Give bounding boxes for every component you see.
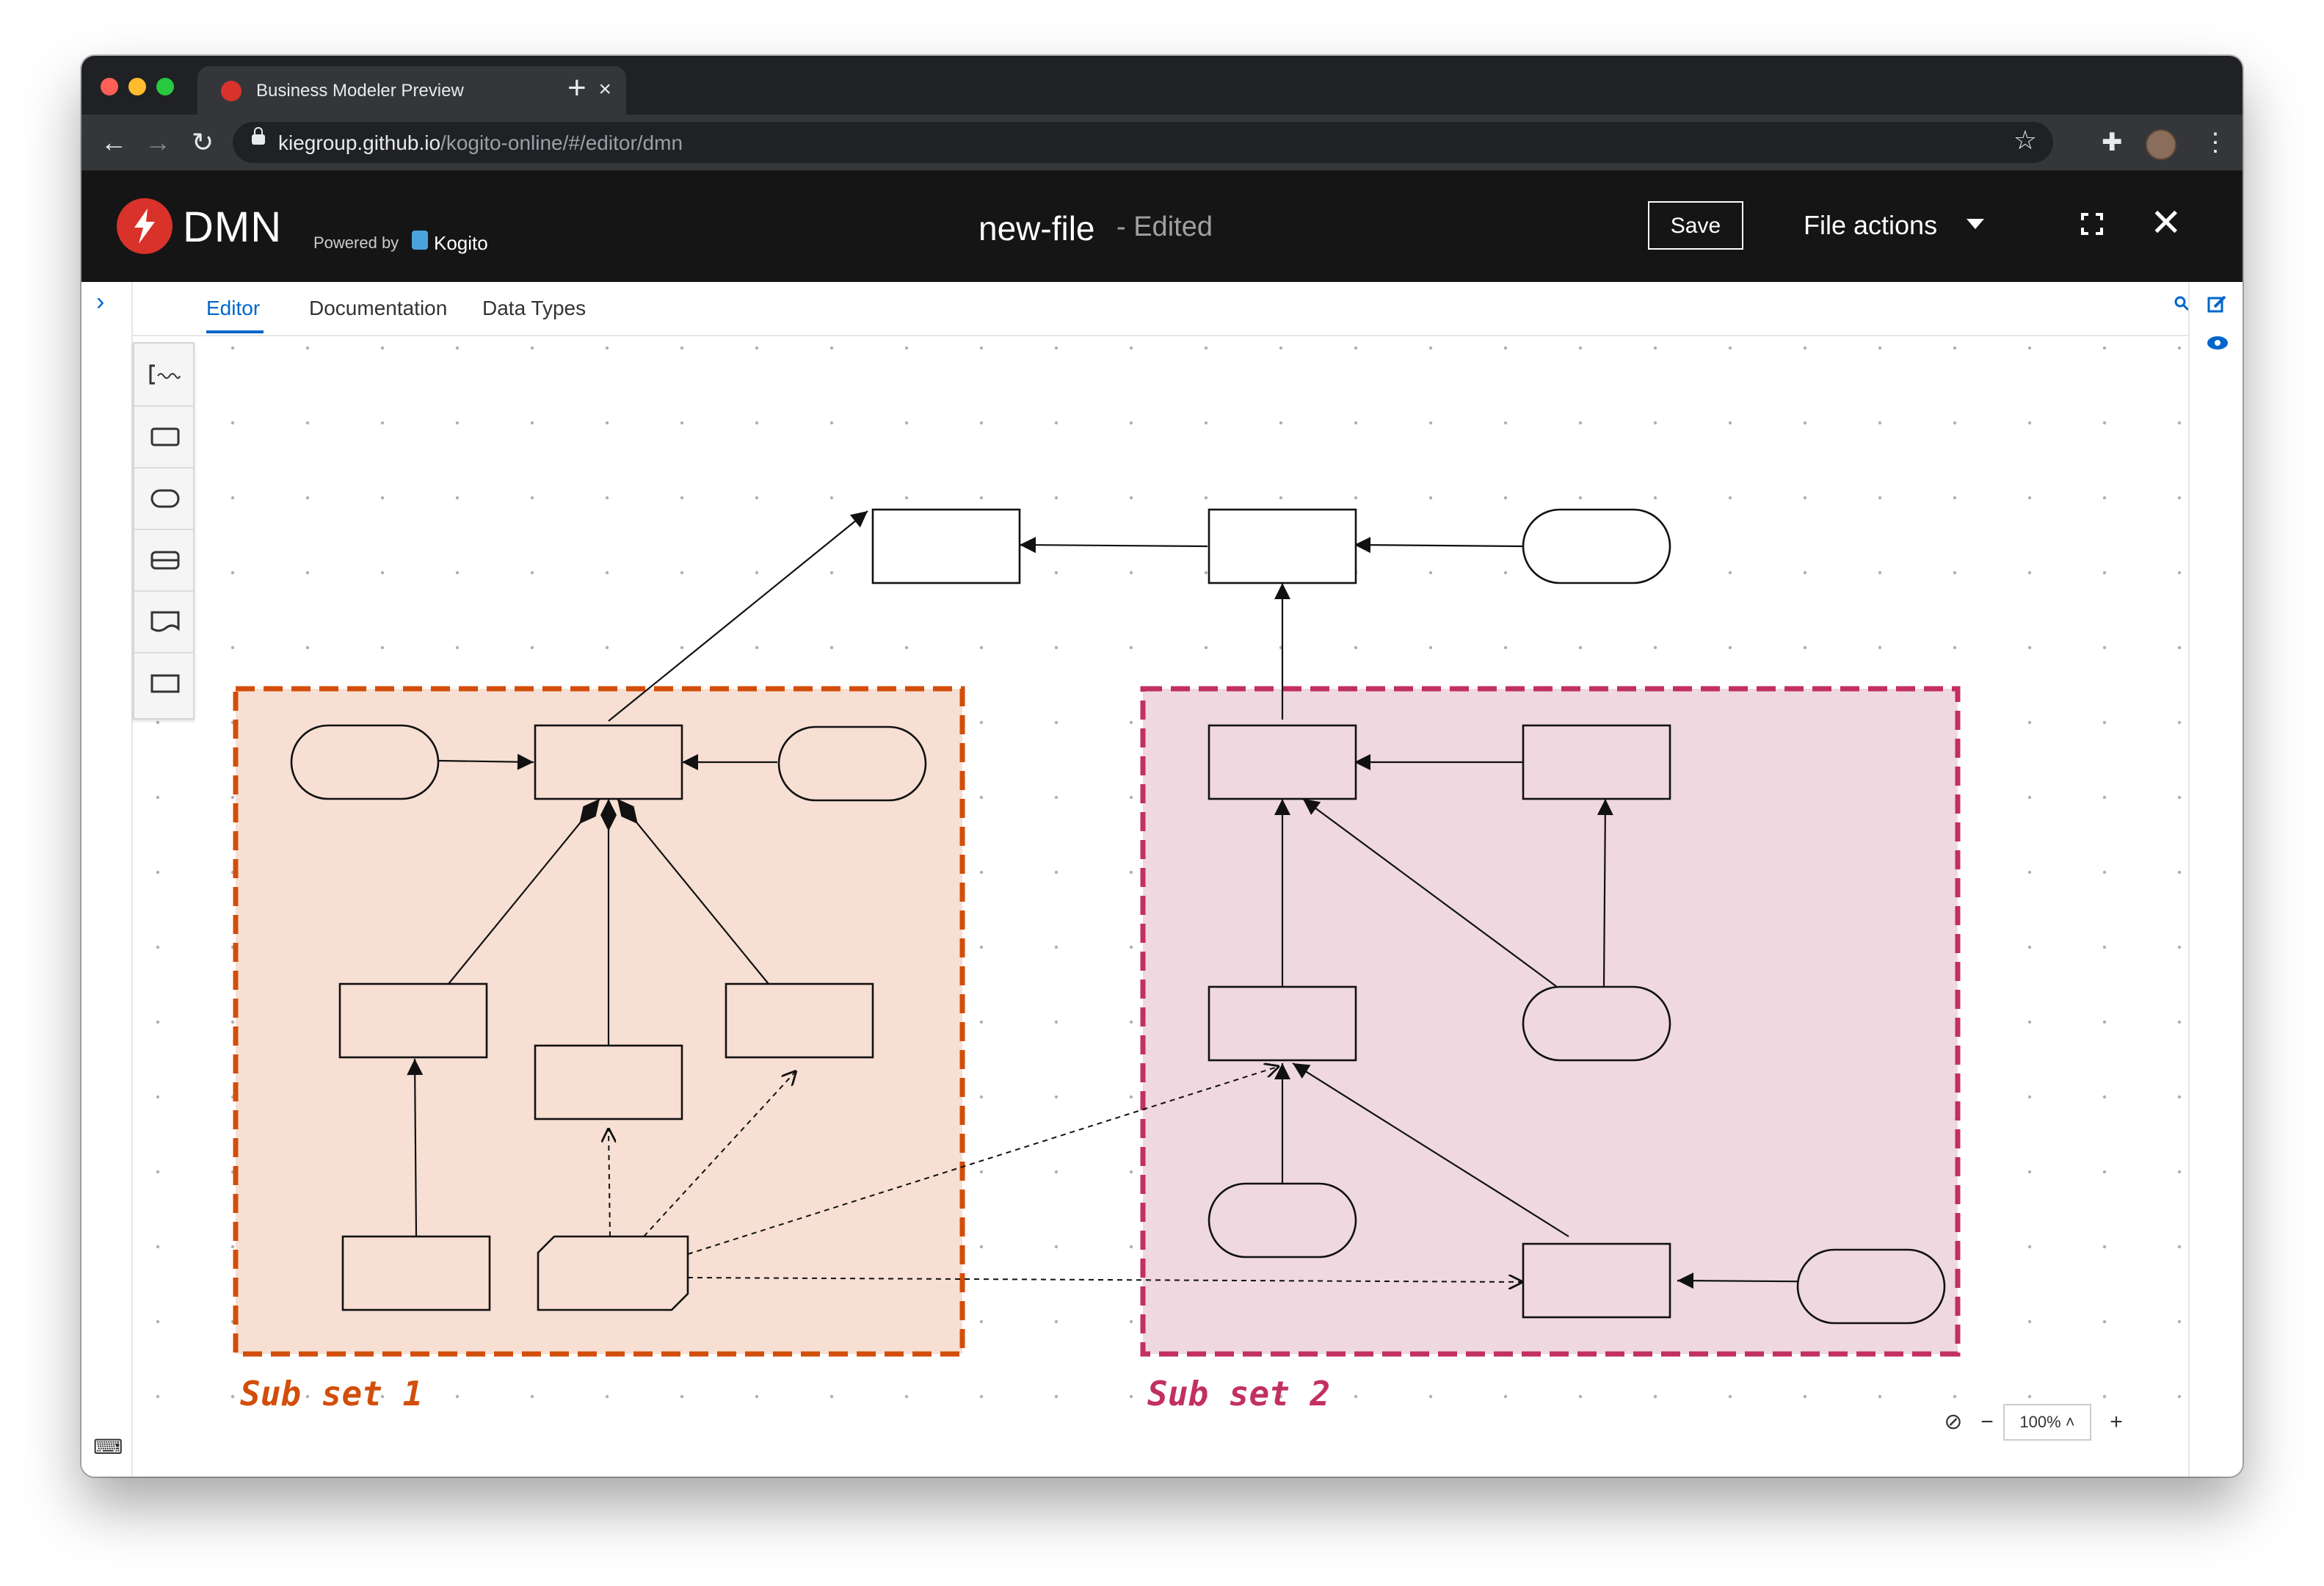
file-name[interactable]: new-file: [978, 209, 1095, 247]
input-data-tool-icon[interactable]: [134, 467, 193, 530]
keyboard-shortcuts-icon[interactable]: ⌨: [93, 1435, 123, 1458]
left-rail: › ⌨: [81, 282, 133, 1477]
decision-service-tool-icon[interactable]: [134, 652, 193, 714]
kogito-label: Kogito: [434, 232, 488, 254]
browser-toolbar: ← → ↻ kiegroup.github.io/kogito-online/#…: [81, 115, 2243, 170]
profile-avatar[interactable]: [2146, 129, 2176, 160]
decision-node[interactable]: [1522, 1242, 1671, 1319]
edge[interactable]: [609, 1128, 610, 1237]
edge[interactable]: [1354, 537, 1524, 554]
bkm-node[interactable]: [537, 1235, 689, 1311]
powered-by-label: Powered by: [313, 233, 399, 252]
decision-node[interactable]: [341, 1235, 491, 1311]
edge[interactable]: [1292, 1062, 1569, 1237]
forward-arrow-icon[interactable]: →: [145, 127, 171, 157]
decision-node[interactable]: [871, 508, 1021, 584]
address-bar[interactable]: kiegroup.github.io/kogito-online/#/edito…: [233, 122, 2053, 163]
edge[interactable]: [687, 1066, 1279, 1255]
active-tab-indicator: [206, 330, 264, 333]
decision-node[interactable]: [1208, 508, 1357, 584]
brand-name: DMN: [183, 203, 283, 251]
input-data-node[interactable]: [777, 725, 927, 802]
zoom-controls: ⊘ − 100% ˄ +: [1937, 1402, 2144, 1442]
lock-icon: [252, 127, 265, 145]
tab-documentation[interactable]: Documentation: [309, 297, 448, 319]
url-text: kiegroup.github.io/kogito-online/#/edito…: [278, 131, 683, 154]
group-label-2: Sub set 2: [1147, 1374, 1330, 1413]
bookmark-star-icon[interactable]: ☆: [2013, 125, 2037, 155]
editor-tabs: Editor Documentation Data Types: [133, 282, 2190, 336]
tab-editor[interactable]: Editor: [206, 297, 261, 319]
dmn-favicon-icon: [221, 81, 242, 101]
dmn-diagram[interactable]: Sub set 1 Sub set 2: [133, 336, 2188, 1441]
knowledge-source-tool-icon[interactable]: [134, 590, 193, 653]
decision-node[interactable]: [1208, 724, 1357, 800]
dmn-logo-icon: [117, 198, 173, 254]
maximize-window-button[interactable]: [156, 78, 174, 95]
decision-node[interactable]: [534, 1044, 683, 1120]
tab-title: Business Modeler Preview: [256, 81, 464, 101]
close-window-button[interactable]: [101, 78, 118, 95]
zoom-in-button[interactable]: +: [2110, 1410, 2123, 1434]
edge[interactable]: [448, 798, 600, 985]
save-button[interactable]: Save: [1648, 201, 1743, 250]
input-data-node[interactable]: [1796, 1248, 1946, 1325]
search-icon[interactable]: [2174, 295, 2190, 311]
input-data-node[interactable]: [290, 724, 440, 800]
chevron-down-icon[interactable]: [1967, 219, 1984, 229]
new-tab-button[interactable]: +: [567, 70, 587, 106]
input-data-node[interactable]: [1522, 985, 1671, 1062]
annotation-tool-icon[interactable]: [134, 344, 193, 407]
minimize-window-button[interactable]: [128, 78, 146, 95]
input-data-node[interactable]: [1208, 1182, 1357, 1259]
decision-node[interactable]: [534, 724, 683, 800]
zoom-level-select[interactable]: 100% ˄: [2003, 1404, 2091, 1441]
browser-tab[interactable]: Business Modeler Preview ×: [197, 66, 626, 115]
reset-zoom-icon[interactable]: ⊘: [1944, 1410, 1963, 1434]
diagram-canvas[interactable]: Sub set 1 Sub set 2: [133, 336, 2188, 1441]
tab-close-icon[interactable]: ×: [598, 77, 611, 101]
edge[interactable]: [1597, 798, 1613, 988]
back-arrow-icon[interactable]: ←: [101, 127, 127, 157]
reload-icon[interactable]: ↻: [192, 127, 214, 157]
file-actions-dropdown[interactable]: File actions: [1804, 210, 1938, 240]
decision-tool-icon[interactable]: [134, 405, 193, 468]
kogito-logo-icon: [412, 231, 428, 250]
decision-node[interactable]: [1522, 724, 1671, 800]
extensions-icon[interactable]: ✚: [2102, 128, 2123, 156]
edge[interactable]: [1019, 537, 1208, 554]
properties-edit-icon[interactable]: [2207, 294, 2228, 314]
edge[interactable]: [617, 798, 769, 985]
edge[interactable]: [608, 510, 868, 722]
preview-eye-icon[interactable]: [2206, 335, 2229, 351]
app-header: DMN Powered by Kogito new-file - Edited …: [81, 170, 2243, 282]
group-label-1: Sub set 1: [240, 1374, 423, 1413]
expand-chevron-icon[interactable]: ›: [96, 288, 105, 316]
edge[interactable]: [437, 753, 534, 770]
bkm-tool-icon[interactable]: [134, 529, 193, 592]
input-data-node[interactable]: [1522, 508, 1671, 584]
menu-kebab-icon[interactable]: ⋮: [2203, 128, 2228, 156]
zoom-out-button[interactable]: −: [1980, 1410, 1994, 1434]
right-rail: [2188, 282, 2243, 1477]
fullscreen-icon[interactable]: [2081, 213, 2103, 235]
edit-status: - Edited: [1116, 211, 1213, 242]
decision-node[interactable]: [1208, 985, 1357, 1062]
edge[interactable]: [1302, 798, 1558, 988]
browser-tabstrip: Business Modeler Preview × +: [81, 56, 2243, 115]
edge[interactable]: [407, 1058, 424, 1237]
decision-node[interactable]: [338, 982, 488, 1059]
close-editor-icon[interactable]: ✕: [2150, 202, 2182, 245]
shape-palette: [133, 342, 195, 720]
tab-data-types[interactable]: Data Types: [482, 297, 587, 319]
browser-window: Business Modeler Preview × + ← → ↻ kiegr…: [81, 56, 2243, 1477]
decision-node[interactable]: [725, 982, 874, 1059]
